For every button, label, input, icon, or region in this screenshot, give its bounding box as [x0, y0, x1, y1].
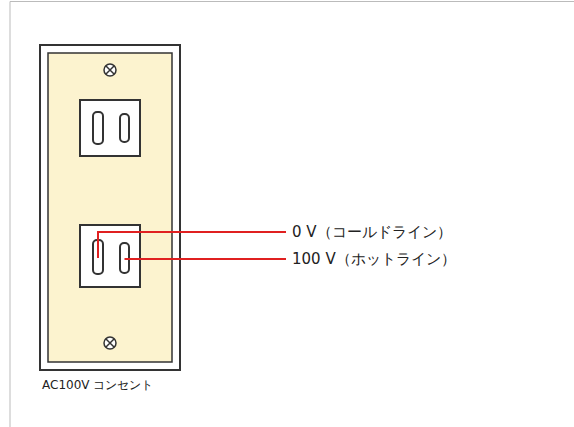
line-label: 100 V（ホットライン） — [292, 250, 456, 268]
outlet-plate — [40, 45, 180, 370]
line-label: 0 V（コールドライン） — [292, 223, 452, 241]
screw — [104, 337, 116, 349]
caption-label: AC100V コンセント — [42, 378, 153, 392]
screw — [104, 64, 116, 76]
frame-line — [10, 2, 574, 427]
plate-face — [48, 53, 172, 362]
leader-line — [125, 258, 287, 260]
upper-socket — [80, 100, 140, 156]
leader-line — [98, 232, 286, 258]
lower-socket — [80, 225, 140, 287]
